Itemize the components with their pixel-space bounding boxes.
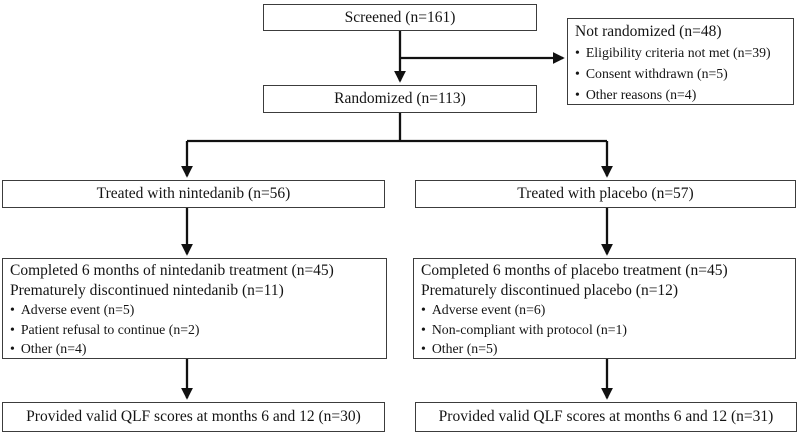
box-treated-placebo: Treated with placebo (n=57) xyxy=(415,180,796,208)
bullet-icon: • xyxy=(575,87,580,102)
not-randomized-reason: • Other reasons (n=4) xyxy=(575,84,787,105)
bullet-icon: • xyxy=(10,321,15,337)
outcome-placebo-discontinued: Prematurely discontinued placebo (n=12) xyxy=(421,281,679,299)
box-not-randomized: Not randomized (n=48) • Eligibility crit… xyxy=(567,18,794,105)
treated-nintedanib-label: Treated with nintedanib (n=56) xyxy=(96,185,291,203)
not-randomized-title: Not randomized (n=48) xyxy=(575,23,722,40)
outcome-placebo-reason: • Other (n=5) xyxy=(421,339,789,359)
outcome-placebo-reason: • Adverse event (n=6) xyxy=(421,300,789,320)
bullet-icon: • xyxy=(575,66,580,81)
box-treated-nintedanib: Treated with nintedanib (n=56) xyxy=(2,180,385,208)
outcome-nintedanib-completed: Completed 6 months of nintedanib treatme… xyxy=(10,262,334,279)
outcome-nintedanib-discontinued: Prematurely discontinued nintedanib (n=1… xyxy=(10,281,284,299)
outcome-placebo-completed: Completed 6 months of placebo treatment … xyxy=(421,262,728,279)
box-screened: Screened (n=161) xyxy=(263,4,537,31)
box-qlf-placebo: Provided valid QLF scores at months 6 an… xyxy=(415,402,797,432)
qlf-placebo-label: Provided valid QLF scores at months 6 an… xyxy=(438,408,774,426)
box-qlf-nintedanib: Provided valid QLF scores at months 6 an… xyxy=(2,402,385,432)
box-outcome-nintedanib: Completed 6 months of nintedanib treatme… xyxy=(2,258,387,359)
bullet-icon: • xyxy=(421,321,426,337)
outcome-nintedanib-reason: • Other (n=4) xyxy=(10,339,380,359)
randomized-label: Randomized (n=113) xyxy=(334,90,466,108)
bullet-icon: • xyxy=(10,341,15,356)
bullet-icon: • xyxy=(421,302,426,317)
outcome-nintedanib-reason: • Adverse event (n=5) xyxy=(10,300,380,320)
not-randomized-reason: • Eligibility criteria not met (n=39) xyxy=(575,42,787,63)
treated-placebo-label: Treated with placebo (n=57) xyxy=(517,185,694,203)
screened-label: Screened (n=161) xyxy=(344,8,456,26)
qlf-nintedanib-label: Provided valid QLF scores at months 6 an… xyxy=(26,408,361,426)
bullet-icon: • xyxy=(10,302,15,317)
box-outcome-placebo: Completed 6 months of placebo treatment … xyxy=(413,258,796,359)
bullet-icon: • xyxy=(575,45,580,60)
box-randomized: Randomized (n=113) xyxy=(263,85,537,113)
outcome-placebo-reason: • Non-compliant with protocol (n=1) xyxy=(421,320,789,340)
outcome-nintedanib-reason: • Patient refusal to continue (n=2) xyxy=(10,320,380,340)
bullet-icon: • xyxy=(421,341,426,356)
not-randomized-reason: • Consent withdrawn (n=5) xyxy=(575,63,787,84)
